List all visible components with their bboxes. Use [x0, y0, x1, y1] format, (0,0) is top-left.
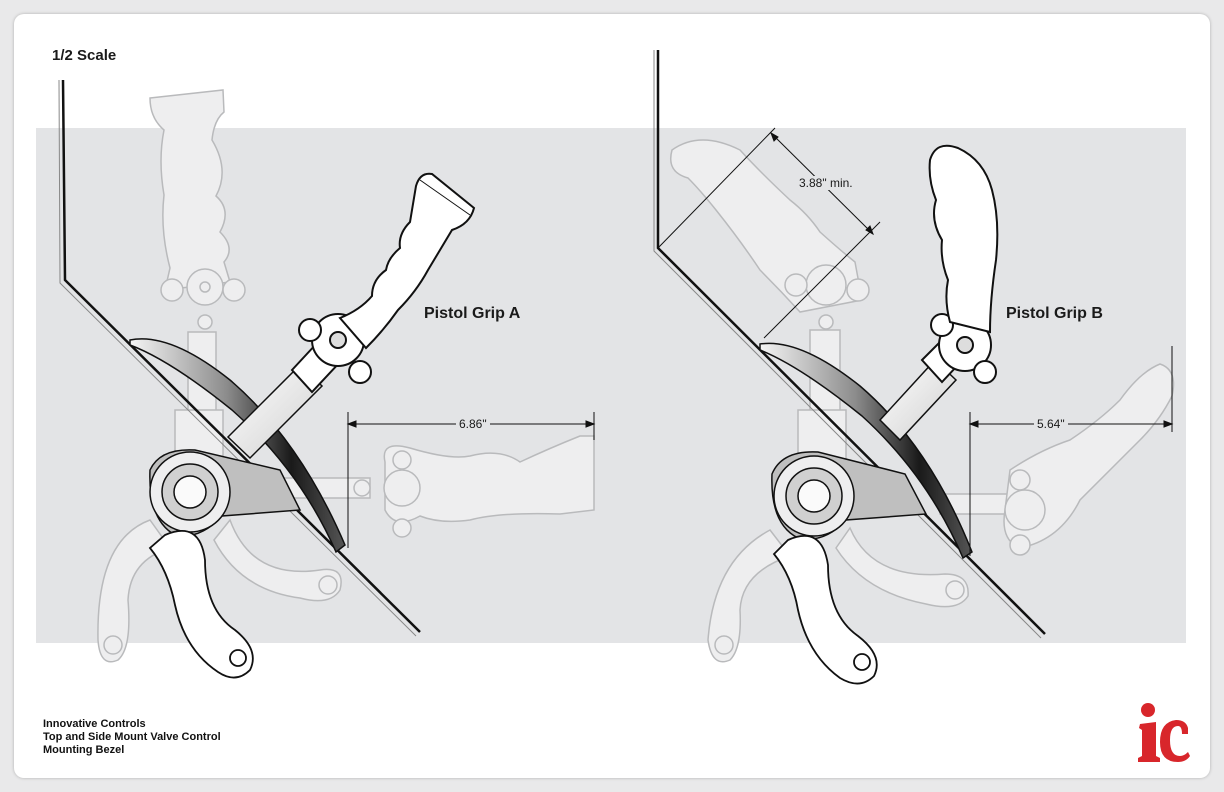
pistol-grip-b: [920, 144, 999, 384]
pistol-grip-a-label: Pistol Grip A: [424, 305, 521, 322]
panel-wall-a: [61, 79, 421, 633]
assembly-b: [653, 50, 1175, 685]
bezel-a: [129, 338, 346, 554]
company-name: Innovative Controls: [43, 718, 146, 730]
lever-a: [148, 530, 254, 679]
bezel-b: [759, 342, 973, 560]
ghost-lever-b: [707, 526, 969, 663]
product-name: Top and Side Mount Valve Control: [43, 731, 221, 743]
valve-body-a: [149, 449, 302, 537]
ghost-grip-horizontal-a: [279, 435, 595, 538]
valve-body-b: [771, 451, 928, 540]
dimension-a-label: 6.86": [456, 417, 490, 431]
dimension-b: [968, 346, 1174, 556]
dimension-b-label: 5.64": [1034, 417, 1068, 431]
pistol-grip-b-label: Pistol Grip B: [1006, 305, 1103, 322]
assembly-a: [58, 79, 596, 679]
lever-b: [772, 535, 878, 685]
title-block: Innovative Controls Top and Side Mount V…: [43, 718, 221, 757]
dimension-min-label: 3.88" min.: [797, 176, 855, 190]
scale-label: 1/2 Scale: [52, 47, 117, 64]
ghost-lever-a: [97, 518, 342, 663]
shaft-b: [878, 358, 958, 442]
shaft-a: [226, 363, 324, 460]
part-name: Mounting Bezel: [43, 744, 125, 756]
ghost-grip-vertical-a: [149, 89, 246, 423]
ic-logo: [1138, 700, 1190, 764]
pistol-grip-a: [290, 172, 476, 394]
